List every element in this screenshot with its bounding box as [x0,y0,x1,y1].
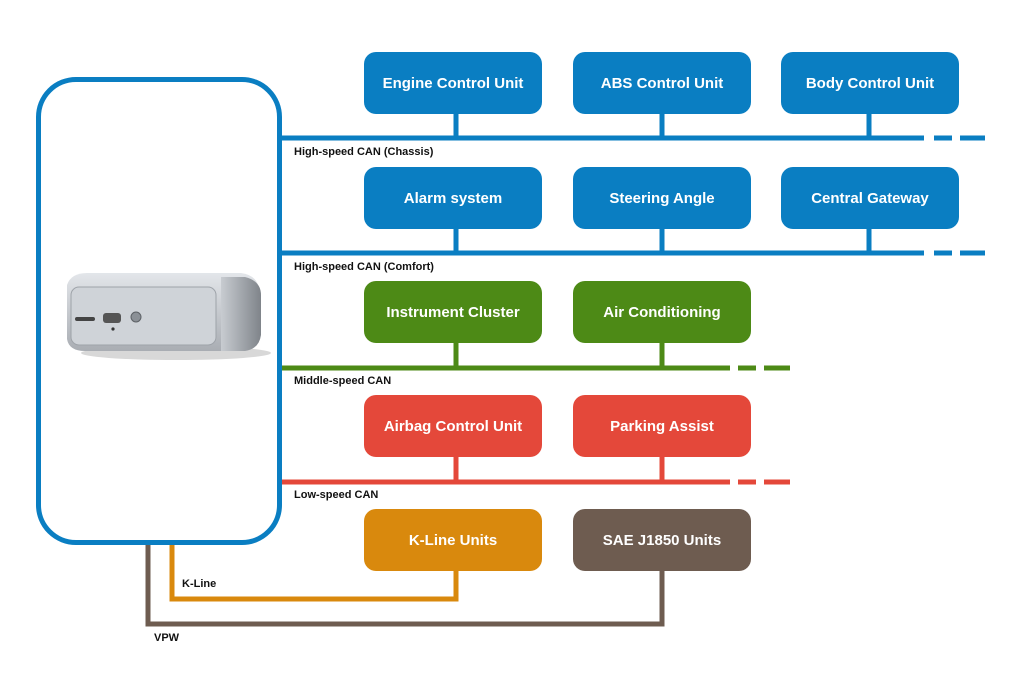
bus-middle-line [282,342,790,371]
bus-low-line [282,456,790,485]
kline-wire [169,545,459,602]
bus-label-chassis: High-speed CAN (Chassis) [294,146,434,158]
bus-label-low: Low-speed CAN [294,489,379,501]
data-logger-device-icon [67,273,271,360]
ecu-sae-j1850-units: SAE J1850 Units [573,509,751,571]
ecu-alarm-system: Alarm system [364,167,542,229]
vpw-wire [145,545,665,627]
ecu-body-control-unit: Body Control Unit [781,52,959,114]
ecu-engine-control-unit: Engine Control Unit [364,52,542,114]
bus-label-vpw: VPW [154,632,180,644]
bus-label-comfort: High-speed CAN (Comfort) [294,261,434,273]
ecu-abs-control-unit: ABS Control Unit [573,52,751,114]
ecu-instrument-cluster: Instrument Cluster [364,281,542,343]
ecu-airbag-control-unit: Airbag Control Unit [364,395,542,457]
bus-label-middle: Middle-speed CAN [294,375,392,387]
bus-comfort-line [282,227,985,256]
ecu-parking-assist: Parking Assist [573,395,751,457]
data-logger-frame [36,77,282,545]
ecu-air-conditioning: Air Conditioning [573,281,751,343]
ecu-steering-angle: Steering Angle [573,167,751,229]
ecu-central-gateway: Central Gateway [781,167,959,229]
bus-label-kline: K-Line [182,578,217,590]
bus-chassis-line [282,112,985,141]
ecu-kline-units: K-Line Units [364,509,542,571]
